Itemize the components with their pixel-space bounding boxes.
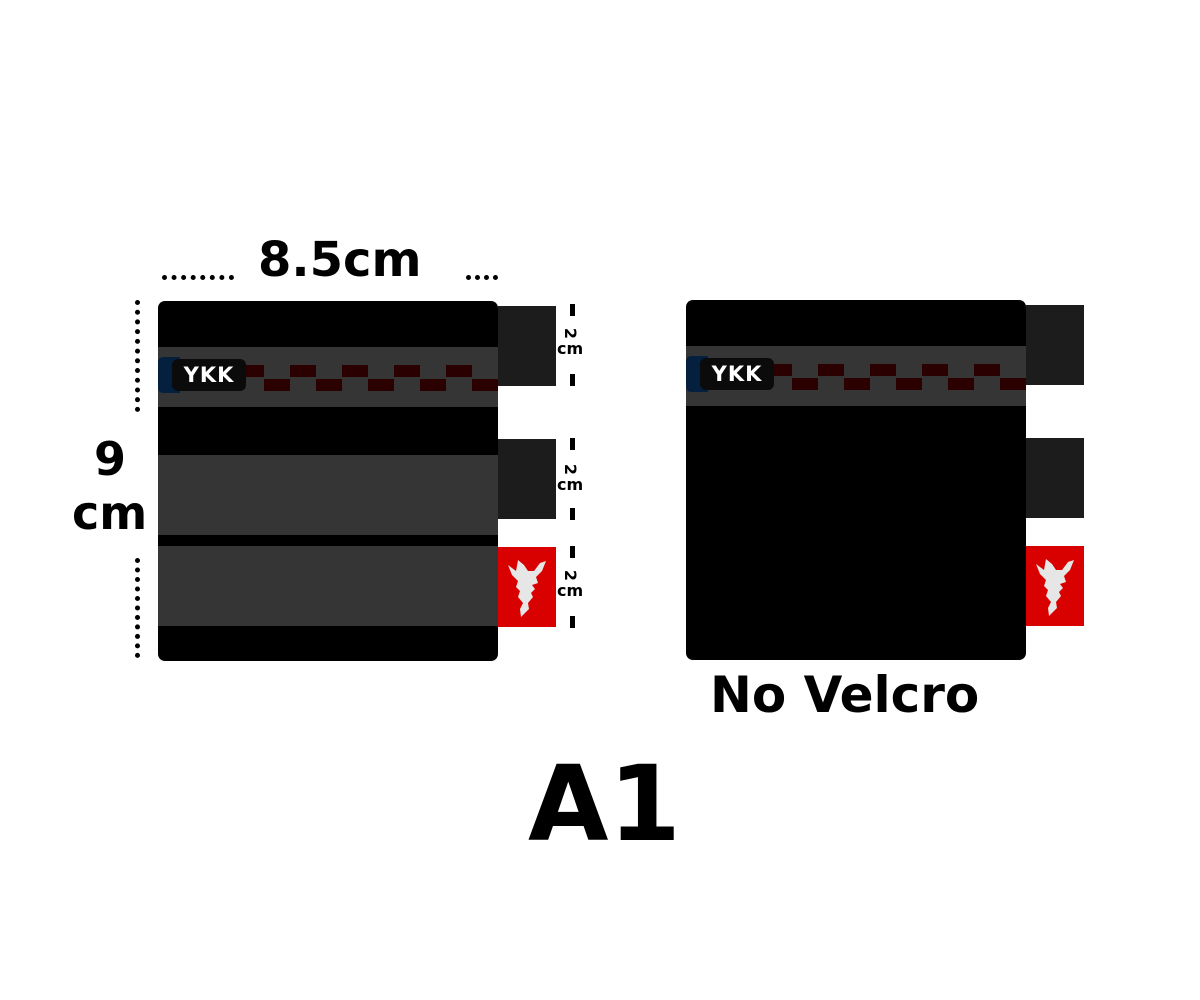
tab-dim-line-2b xyxy=(570,508,575,520)
tab-dimension-3-unit: cm xyxy=(557,581,584,600)
width-dim-line-left xyxy=(162,275,234,280)
ykk-zipper-tag: YKK xyxy=(172,359,246,391)
tab-dimension-2-unit: cm xyxy=(557,475,584,494)
side-tab-top-right xyxy=(1026,305,1084,385)
side-tab-logo xyxy=(498,547,556,627)
horned-head-logo-icon-right xyxy=(1036,559,1074,616)
tab-dimension-1: 2 cm xyxy=(557,326,584,358)
side-tab-middle xyxy=(498,439,556,519)
tab-dim-line-3a xyxy=(570,546,575,558)
model-label: A1 xyxy=(528,743,681,865)
height-dimension-number: 9 xyxy=(94,432,127,486)
tab-dimension-3-number: 2 xyxy=(560,569,580,582)
tab-dimension-3: 2 cm xyxy=(557,568,584,600)
horned-head-logo-icon xyxy=(508,560,546,617)
width-dim-line-right xyxy=(466,275,498,280)
tab-dimension-2: 2 cm xyxy=(557,462,584,494)
side-tab-middle-right xyxy=(1026,438,1084,518)
no-velcro-caption: No Velcro xyxy=(710,666,980,724)
tab-dim-line-1a xyxy=(570,304,575,316)
tab-dimension-1-number: 2 xyxy=(560,327,580,340)
height-dim-line-bottom xyxy=(135,558,140,658)
pouch-with-velcro: YKK xyxy=(158,301,498,661)
zipper-teeth xyxy=(238,365,498,391)
tab-dimension-2-number: 2 xyxy=(560,463,580,476)
velcro-strip-upper xyxy=(158,455,498,535)
ykk-zipper-tag-right: YKK xyxy=(700,358,774,390)
width-dimension-label: 8.5cm xyxy=(258,232,422,288)
tab-dim-line-1b xyxy=(570,374,575,386)
side-tab-logo-right xyxy=(1026,546,1084,626)
tab-dimension-1-unit: cm xyxy=(557,339,584,358)
pouch-no-velcro: YKK xyxy=(686,300,1026,660)
height-dim-line-top xyxy=(135,300,140,412)
tab-dim-line-3b xyxy=(570,616,575,628)
side-tab-top xyxy=(498,306,556,386)
height-dimension-unit: cm xyxy=(72,486,148,540)
tab-dim-line-2a xyxy=(570,438,575,450)
velcro-strip-lower xyxy=(158,546,498,626)
zipper-teeth-right xyxy=(766,364,1026,390)
